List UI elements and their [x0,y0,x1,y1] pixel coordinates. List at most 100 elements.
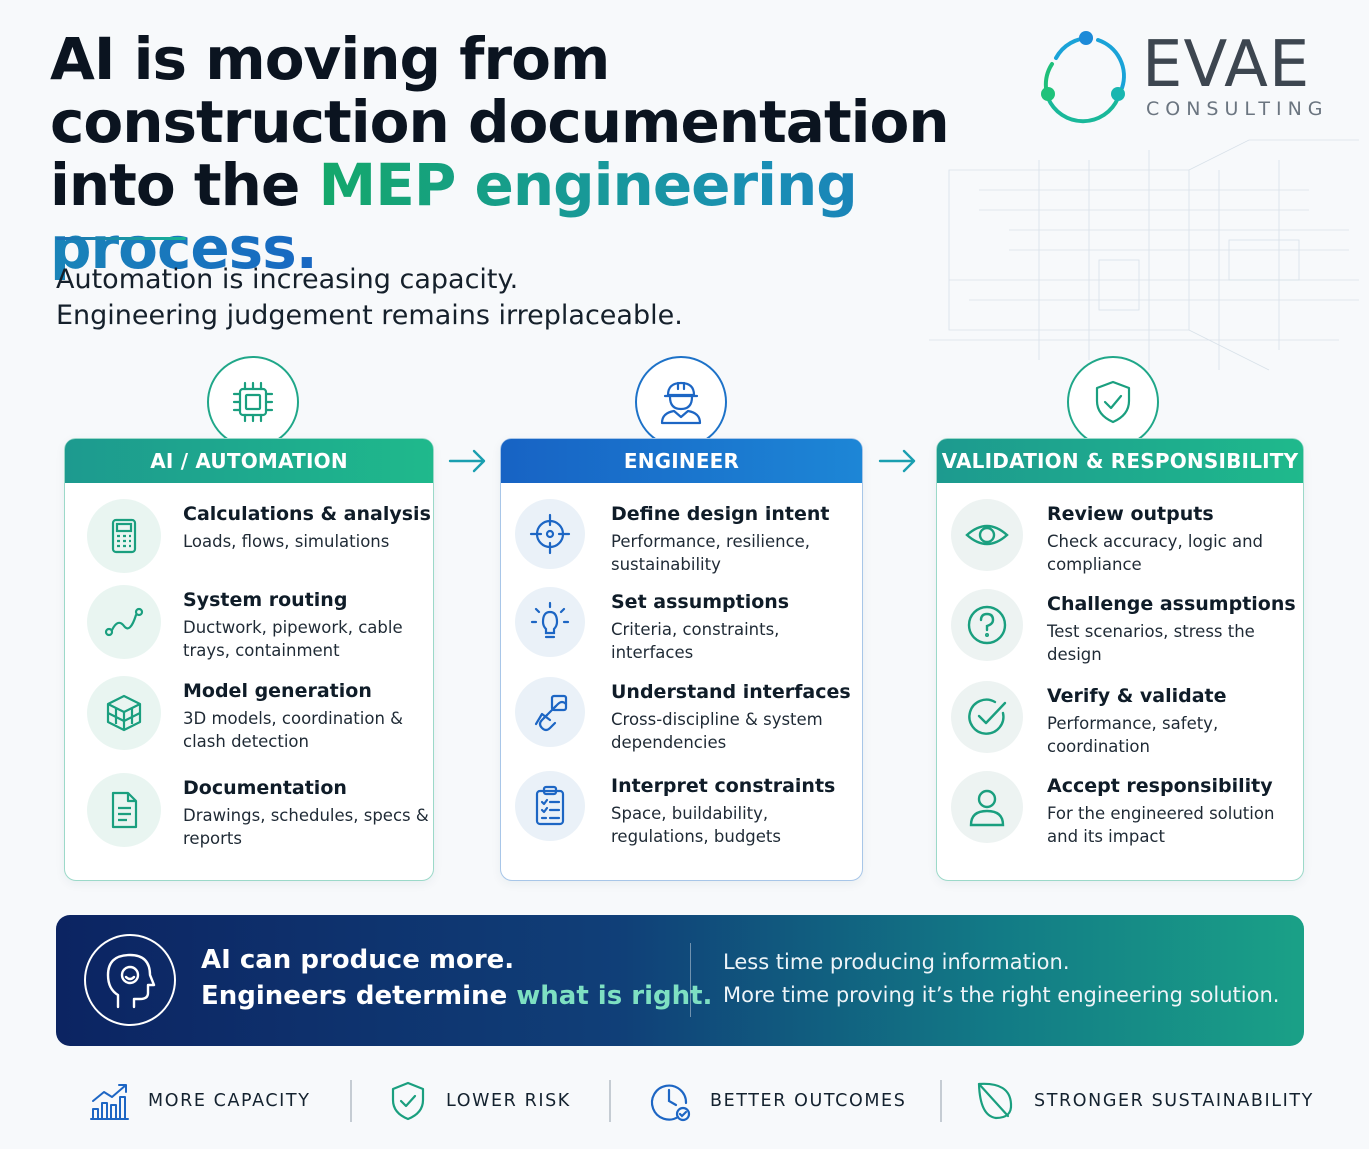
item-description: Space, buildability, regulations, budget… [611,804,781,846]
banner-line-2-prefix: Engineers determine [201,981,517,1011]
routing-icon [87,585,161,659]
list-item: Accept responsibility For the engineered… [951,771,1291,851]
list-item: Interpret constraints Space, buildabilit… [515,771,855,851]
validation-badge [1067,356,1159,448]
column-title: AI / AUTOMATION [65,439,433,483]
item-description: Performance, resilience, sustainability [611,532,811,574]
banner-line-1: AI can produce more. [201,945,515,975]
list-item: Review outputs Check accuracy, logic and… [951,499,1291,579]
shield-check-icon [1095,380,1131,424]
banner-right-line-2: More time proving it’s the right enginee… [723,983,1280,1007]
logo-wordmark: EVAE [1142,28,1311,102]
banner-right-line-1: Less time producing information. [723,950,1070,974]
clipboard-icon [515,771,585,841]
headline-line-2: construction documentation [50,88,950,156]
headline-accent: MEP engineering process. [50,151,858,282]
footer-item-risk: LOWER RISK [388,1078,571,1124]
banner-line-2: Engineers determine what is right. [201,981,712,1011]
item-description: Ductwork, pipework, cable trays, contain… [183,618,403,660]
blueprint-background [929,139,1359,371]
headline-line-1: AI is moving from [50,25,610,93]
footer-divider [350,1080,352,1122]
arrow-right-icon [878,449,916,473]
item-description: Loads, flows, simulations [183,532,390,551]
item-description: 3D models, coordination & clash detectio… [183,709,404,751]
head-profile-icon [84,934,176,1026]
automation-badge [207,356,299,448]
item-description: Test scenarios, stress the design [1047,622,1255,664]
item-title: Understand interfaces [611,681,851,703]
document-icon [87,773,161,847]
column-title: ENGINEER [501,439,862,483]
eye-icon [951,499,1023,571]
footer-divider [940,1080,942,1122]
arrow-right-icon [448,449,486,473]
item-title: Set assumptions [611,591,790,613]
clock-check-icon [650,1084,691,1122]
item-title: Interpret constraints [611,775,836,797]
list-item: Define design intent Performance, resili… [515,499,855,579]
item-description: Drawings, schedules, specs & reports [183,806,429,848]
check-circle-icon [951,681,1023,753]
footer-label: BETTER OUTCOMES [710,1091,907,1111]
summary-banner: AI can produce more. Engineers determine… [56,915,1304,1046]
logo: EVAE CONSULTING [1036,28,1326,128]
lightbulb-icon [515,587,585,657]
list-item: Model generation 3D models, coordination… [87,676,427,756]
target-icon [515,499,585,569]
headline-underline [56,237,186,240]
shield-check-icon [391,1081,425,1121]
list-item: Documentation Drawings, schedules, specs… [87,773,429,853]
engineer-badge [635,356,727,448]
list-item: Set assumptions Criteria, constraints, i… [515,587,855,667]
item-description: Check accuracy, logic and compliance [1047,532,1264,574]
item-title: Model generation [183,680,372,702]
item-description: Performance, safety, coordination [1047,714,1219,756]
list-item: System routing Ductwork, pipework, cable… [87,585,427,665]
subtitle-line-1: Automation is increasing capacity. [56,264,519,295]
headline-line-3: into the MEP engineering process. [50,154,1010,280]
cube-icon [87,676,161,750]
item-description: For the engineered solution and its impa… [1047,804,1275,846]
list-item: Understand interfaces Cross-discipline &… [515,677,855,757]
link-icon [515,677,585,747]
chip-icon [232,381,274,423]
item-description: Criteria, constraints, interfaces [611,620,780,662]
banner-divider [690,943,691,1017]
banner-accent: what is right. [516,981,713,1011]
item-description: Cross-discipline & system dependencies [611,710,823,752]
list-item: Verify & validate Performance, safety, c… [951,681,1291,761]
column-title: VALIDATION & RESPONSIBILITY [937,439,1303,483]
growth-chart-icon [90,1084,129,1120]
item-title: Documentation [183,777,347,799]
item-title: System routing [183,589,348,611]
footer-item-outcomes: BETTER OUTCOMES [648,1078,906,1124]
list-item: Challenge assumptions Test scenarios, st… [951,589,1296,669]
item-title: Define design intent [611,503,830,525]
engineer-icon [660,381,702,425]
footer-label: LOWER RISK [446,1091,571,1111]
item-title: Calculations & analysis [183,503,431,525]
footer-label: STRONGER SUSTAINABILITY [1034,1091,1314,1111]
item-title: Verify & validate [1047,685,1227,707]
footer-divider [609,1080,611,1122]
footer-item-capacity: MORE CAPACITY [88,1078,311,1124]
footer-item-sustainability: STRONGER SUSTAINABILITY [974,1078,1314,1124]
logo-mark-icon [1041,31,1126,124]
item-title: Challenge assumptions [1047,593,1296,615]
item-title: Review outputs [1047,503,1214,525]
footer-label: MORE CAPACITY [148,1091,311,1111]
list-item: Calculations & analysis Loads, flows, si… [87,499,431,579]
question-icon [951,589,1023,661]
headline-line-3-prefix: into the [50,151,319,219]
column-engineer: ENGINEER Define design intent Performanc… [500,438,863,881]
headline: AI is moving from construction documenta… [50,28,1010,280]
column-validation-responsibility: VALIDATION & RESPONSIBILITY Review outpu… [936,438,1304,881]
column-ai-automation: AI / AUTOMATION Calculations & analysis … [64,438,434,881]
calculator-icon [87,499,161,573]
item-title: Accept responsibility [1047,775,1273,797]
logo-subtitle: CONSULTING [1146,98,1329,120]
leaf-icon [977,1082,1013,1120]
subtitle-line-2: Engineering judgement remains irreplacea… [56,300,683,331]
subtitle: Automation is increasing capacity. Engin… [56,262,683,334]
